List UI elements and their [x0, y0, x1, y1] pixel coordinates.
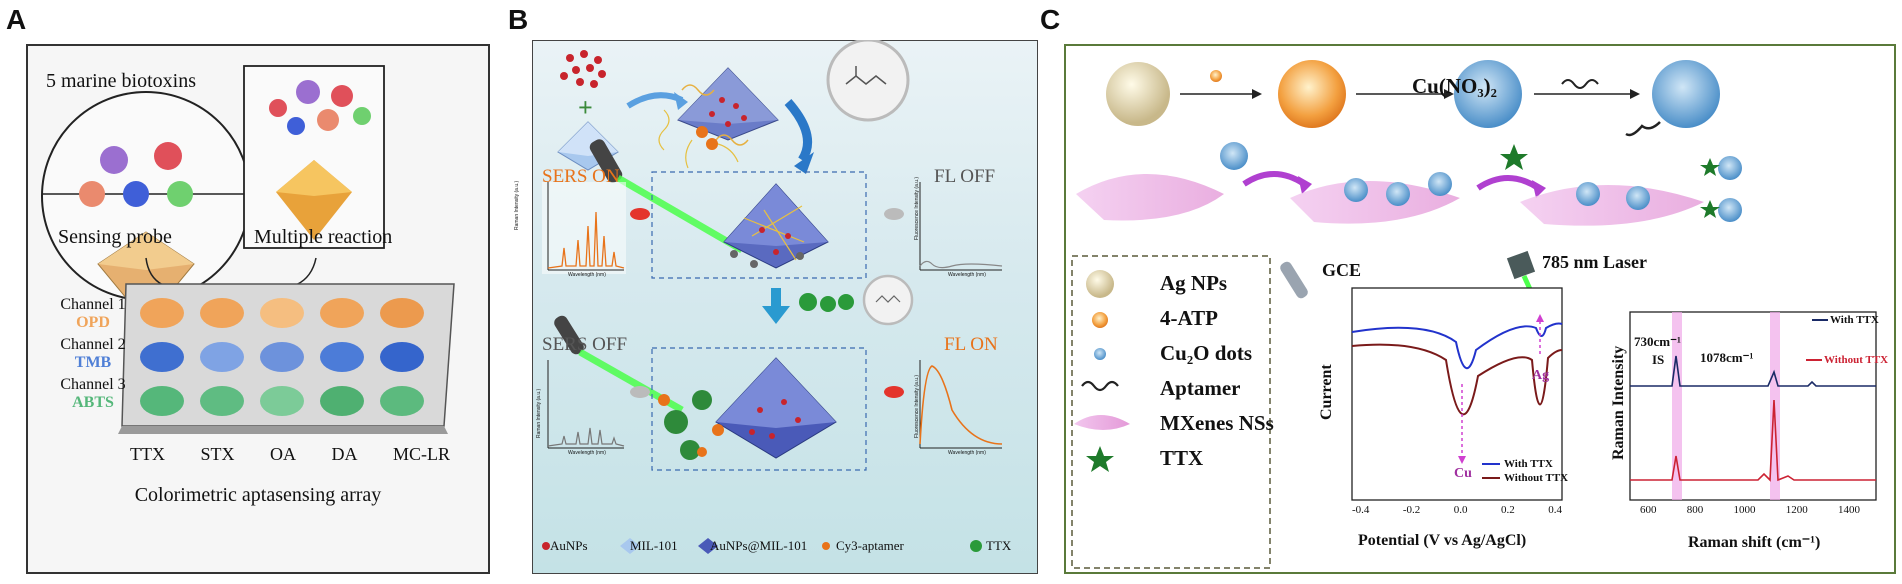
- well: [260, 386, 304, 416]
- toxin-label-mc-lr: MC-LR: [392, 444, 450, 464]
- cv-xtick: 0.4: [1548, 504, 1562, 516]
- svg-text:+: +: [578, 93, 593, 122]
- raman-xtick: 1400: [1838, 504, 1860, 516]
- channel-1-label: Channel 1 OPD: [58, 296, 128, 332]
- sers-on-label: SERS ON: [542, 166, 620, 187]
- raman-ylabel: Raman Intensity: [1610, 345, 1627, 460]
- well: [320, 386, 364, 416]
- raman-xtick: 1200: [1785, 504, 1808, 516]
- raman-peak-1078: 1078cm⁻¹: [1700, 350, 1754, 365]
- laser-label: 785 nm Laser: [1542, 252, 1647, 272]
- cv-xtick: -0.4: [1352, 504, 1370, 516]
- well: [200, 298, 244, 328]
- legend-aunps: AuNPs: [550, 538, 588, 553]
- toxin-labels: TTX STX OA DA MC-LR: [130, 444, 450, 465]
- reagent-label: Cu(NO₃)₂: [1412, 74, 1497, 98]
- raman-xlabel: Raman shift (cm⁻¹): [1688, 534, 1821, 551]
- panel-a-letter: A: [6, 4, 27, 35]
- well: [140, 386, 184, 416]
- well: [260, 298, 304, 328]
- raman-xtick: 1000: [1733, 504, 1756, 516]
- well: [260, 342, 304, 372]
- cv-legend-without: Without TTX: [1504, 472, 1569, 484]
- toxin-label-stx: STX: [200, 444, 235, 464]
- cv-ylabel: Current: [1318, 364, 1335, 420]
- channel-3-label: Channel 3 ABTS: [58, 376, 128, 412]
- cv-legend-with: With TTX: [1504, 458, 1553, 470]
- legend-cu2o-dots: Cu₂O dots: [1160, 341, 1253, 365]
- well: [140, 342, 184, 372]
- fluor-axis-label-1: Fluorescence Intensity (a.u.): [914, 176, 920, 240]
- well: [320, 342, 364, 372]
- fl-off-label: FL OFF: [934, 166, 996, 187]
- raman-chart: [1629, 311, 1877, 501]
- raman-xtick: 800: [1686, 504, 1704, 516]
- array-caption: Colorimetric aptasensing array: [134, 484, 382, 506]
- legend-ag-nps: Ag NPs: [1160, 271, 1228, 295]
- raman-axis-label-1: Raman Intensity (a.u.): [514, 180, 520, 230]
- well: [380, 386, 424, 416]
- raman-axis-label-2: Raman Intensity (a.u.): [536, 388, 542, 438]
- raman-is-label: IS: [1652, 352, 1665, 367]
- cv-peak-ag: Ag: [1532, 368, 1550, 383]
- cv-xtick: 0.2: [1501, 504, 1515, 516]
- sers-off-label: SERS OFF: [542, 334, 628, 355]
- channel-1-name: Channel 1: [60, 296, 126, 313]
- toxin-label-ttx: TTX: [130, 444, 165, 464]
- raman-peak-730: 730cm⁻¹: [1634, 334, 1681, 349]
- fl-on-label: FL ON: [944, 334, 998, 355]
- fluor-axis-label-2: Fluorescence Intensity (a.u.): [914, 374, 920, 438]
- legend-4-atp: 4-ATP: [1160, 306, 1218, 330]
- channel-2-substrate: TMB: [74, 354, 112, 371]
- cv-xtick: -0.2: [1402, 504, 1421, 516]
- legend-ttx: TTX: [1160, 446, 1204, 470]
- raman-xticks: 600 800 1000 1200 1400: [1640, 504, 1860, 516]
- wavelength-label-4: Wavelength (nm): [948, 450, 986, 456]
- legend-ttx: TTX: [986, 538, 1012, 553]
- legend-cy3-aptamer: Cy3-aptamer: [836, 538, 904, 553]
- cv-chart: [1351, 287, 1563, 501]
- legend-mxenes-nss: MXenes NSs: [1160, 411, 1274, 435]
- cv-xlabel: Potential (V vs Ag/AgCl): [1358, 532, 1527, 549]
- sensing-probe-label: Sensing probe: [58, 226, 172, 248]
- panel-c-graphics: [1071, 60, 1742, 569]
- well: [200, 386, 244, 416]
- panel-c-legend: Ag NPs 4-ATP Cu₂O dots Aptamer MXenes NS…: [1160, 266, 1274, 476]
- channel-2-name: Channel 2: [60, 336, 126, 353]
- channel-2-label: Channel 2 TMB: [58, 336, 128, 372]
- legend-aunps-mil-101: AuNPs@MIL-101: [710, 538, 808, 553]
- panel-b-letter: B: [508, 4, 529, 35]
- wavelength-label-1: Wavelength (nm): [568, 272, 606, 278]
- well: [200, 342, 244, 372]
- multiple-reaction-label: Multiple reaction: [254, 226, 393, 248]
- cv-peak-cu: Cu: [1454, 466, 1472, 481]
- legend-aptamer: Aptamer: [1160, 376, 1241, 400]
- well: [380, 298, 424, 328]
- panel-c-letter: C: [1040, 4, 1061, 35]
- well: [140, 298, 184, 328]
- well: [320, 298, 364, 328]
- raman-legend-without: Without TTX: [1824, 354, 1889, 366]
- toxin-label-oa: OA: [269, 444, 296, 464]
- gce-label: GCE: [1322, 260, 1362, 280]
- legend-mil-101: MIL-101: [630, 538, 678, 553]
- wavelength-label-3: Wavelength (nm): [568, 450, 606, 456]
- toxins-title: 5 marine biotoxins: [46, 70, 196, 92]
- cv-xticks: -0.4 -0.2 0.0 0.2 0.4: [1352, 504, 1562, 516]
- channel-1-substrate: OPD: [76, 314, 110, 331]
- raman-legend-with: With TTX: [1830, 314, 1879, 326]
- toxin-label-da: DA: [331, 444, 358, 464]
- channel-3-substrate: ABTS: [72, 394, 114, 411]
- cv-xtick: 0.0: [1453, 504, 1468, 516]
- wavelength-label-2: Wavelength (nm): [948, 272, 986, 278]
- channel-3-name: Channel 3: [60, 376, 126, 393]
- panel-b-graphics: +: [542, 40, 1003, 554]
- well-grid: [140, 298, 450, 416]
- raman-xtick: 600: [1640, 504, 1657, 516]
- well: [380, 342, 424, 372]
